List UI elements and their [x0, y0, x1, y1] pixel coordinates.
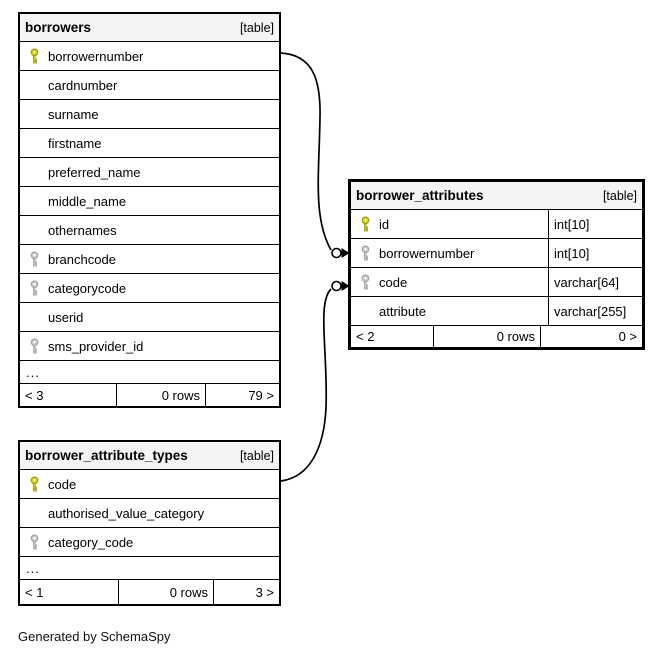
zero-circle-marker: [331, 247, 342, 259]
footer-row-count: 0 rows: [433, 326, 540, 347]
table-type-badge: [table]: [239, 448, 274, 463]
column-name-cell: othernames: [20, 216, 279, 244]
column-name: code: [48, 476, 77, 492]
foreign-key-icon: [28, 280, 40, 297]
column-row-code[interactable]: code: [20, 470, 279, 499]
column-name-cell: cardnumber: [20, 71, 279, 99]
column-row-branchcode[interactable]: branchcode: [20, 245, 279, 274]
foreign-key-icon: [28, 251, 40, 268]
primary-key-icon: [28, 48, 40, 65]
column-type: varchar[64]: [548, 268, 642, 296]
column-type: int[10]: [548, 210, 642, 238]
foreign-key-icon: [28, 534, 40, 551]
generated-by-note: Generated by SchemaSpy: [18, 629, 171, 644]
column-name-cell: branchcode: [20, 245, 279, 273]
table-header-borrower_attributes[interactable]: borrower_attributes [table]: [351, 182, 642, 210]
column-row-code[interactable]: code varchar[64]: [351, 268, 642, 297]
column-row-othernames[interactable]: othernames: [20, 216, 279, 245]
footer-children-count: < 2: [356, 329, 375, 344]
column-row-categorycode[interactable]: categorycode: [20, 274, 279, 303]
more-columns-row: ...: [20, 361, 279, 384]
column-name-cell: borrowernumber: [351, 239, 548, 267]
footer-parents-count: 3 >: [213, 580, 279, 604]
table-header-borrowers[interactable]: borrowers [table]: [20, 14, 279, 42]
table-borrower-attribute-types: borrower_attribute_types [table] code autho…: [18, 440, 281, 606]
column-row-category_code[interactable]: category_code: [20, 528, 279, 557]
column-name-cell: id: [351, 210, 548, 238]
column-name-cell: borrowernumber: [20, 42, 279, 70]
column-name: code: [379, 274, 408, 290]
column-name-cell: surname: [20, 100, 279, 128]
table-header-borrower_attribute_types[interactable]: borrower_attribute_types [table]: [20, 442, 279, 470]
table-name: borrowers: [25, 20, 92, 35]
footer-row-count: 0 rows: [116, 384, 205, 406]
column-name: othernames: [48, 222, 117, 238]
column-name: surname: [48, 106, 99, 122]
column-type: int[10]: [548, 239, 642, 267]
column-name: borrowernumber: [379, 245, 475, 261]
column-type: varchar[255]: [548, 297, 642, 325]
column-name: cardnumber: [48, 77, 118, 93]
column-row-surname[interactable]: surname: [20, 100, 279, 129]
column-name-cell: firstname: [20, 129, 279, 157]
table-name: borrower_attribute_types: [25, 448, 188, 463]
zero-circle-marker: [331, 280, 342, 292]
column-name: firstname: [48, 135, 102, 151]
column-row-authorised_value_category[interactable]: authorised_value_category: [20, 499, 279, 528]
column-name-cell: sms_provider_id: [20, 332, 279, 360]
column-row-id[interactable]: id int[10]: [351, 210, 642, 239]
column-name: borrowernumber: [48, 48, 144, 64]
table-name: borrower_attributes: [356, 188, 484, 203]
column-name-cell: category_code: [20, 528, 279, 556]
column-name-cell: attribute: [351, 297, 548, 325]
column-name-cell: code: [20, 470, 279, 498]
column-row-borrowernumber[interactable]: borrowernumber: [20, 42, 279, 71]
table-type-badge: [table]: [602, 188, 637, 203]
column-row-middle_name[interactable]: middle_name: [20, 187, 279, 216]
primary-key-icon: [359, 216, 371, 233]
footer-parents-count: 79 >: [205, 384, 279, 406]
column-name: sms_provider_id: [48, 338, 144, 354]
column-name: id: [379, 216, 390, 232]
relationship-borrowers-borrowernumber: [280, 52, 350, 259]
column-name: preferred_name: [48, 164, 141, 180]
footer-parents-count: 0 >: [540, 326, 642, 347]
column-name: authorised_value_category: [48, 505, 205, 521]
column-name: branchcode: [48, 251, 116, 267]
table-borrowers: borrowers [table] borrowernumber cardnumber…: [18, 12, 281, 408]
column-name-cell: authorised_value_category: [20, 499, 279, 527]
column-row-borrowernumber[interactable]: borrowernumber int[10]: [351, 239, 642, 268]
column-row-firstname[interactable]: firstname: [20, 129, 279, 158]
column-name-cell: categorycode: [20, 274, 279, 302]
column-row-attribute[interactable]: attribute varchar[255]: [351, 297, 642, 326]
column-name: category_code: [48, 534, 134, 550]
relationship-borrower-attribute-types-code: [280, 280, 350, 482]
foreign-key-icon: [28, 338, 40, 355]
column-row-sms_provider_id[interactable]: sms_provider_id: [20, 332, 279, 361]
footer-children-count: < 3: [25, 387, 44, 403]
column-name-cell: middle_name: [20, 187, 279, 215]
column-name-cell: userid: [20, 303, 279, 331]
column-name: middle_name: [48, 193, 127, 209]
column-row-userid[interactable]: userid: [20, 303, 279, 332]
column-name: categorycode: [48, 280, 127, 296]
foreign-key-icon: [359, 245, 371, 262]
column-row-cardnumber[interactable]: cardnumber: [20, 71, 279, 100]
footer-row-count: 0 rows: [118, 580, 213, 604]
column-name: userid: [48, 309, 84, 325]
primary-key-icon: [28, 476, 40, 493]
more-columns-row: ...: [20, 557, 279, 580]
column-name: attribute: [379, 303, 426, 319]
column-name-cell: preferred_name: [20, 158, 279, 186]
column-name-cell: code: [351, 268, 548, 296]
footer-children-count: < 1: [25, 584, 44, 600]
column-row-preferred_name[interactable]: preferred_name: [20, 158, 279, 187]
table-type-badge: [table]: [239, 20, 274, 35]
foreign-key-icon: [359, 274, 371, 291]
